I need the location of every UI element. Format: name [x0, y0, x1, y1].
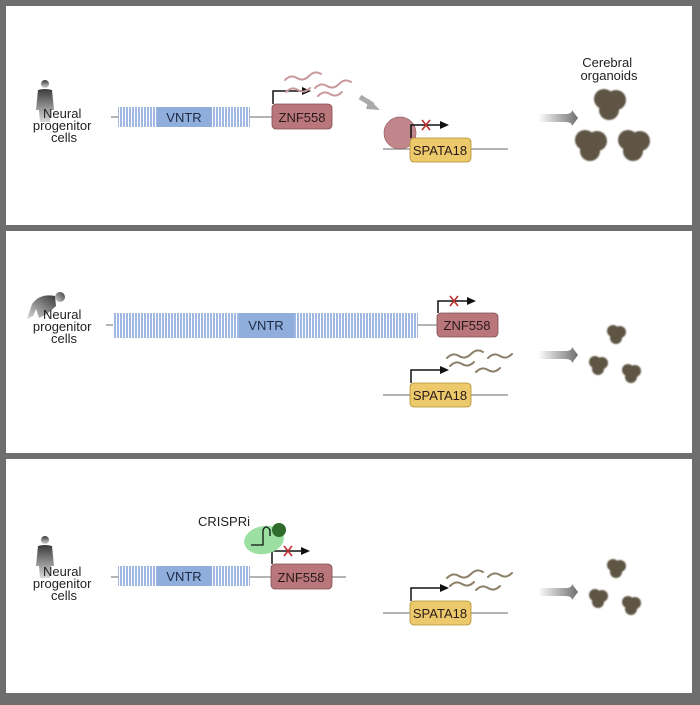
znf558-gene-box: [270, 563, 333, 590]
cell-label-line: cells: [51, 130, 78, 145]
cell-label-line: Neural: [43, 106, 81, 121]
organoid-icon: [589, 356, 608, 375]
znf558-label: ZNF558: [279, 110, 326, 125]
human-silhouette-icon: [36, 536, 54, 578]
gray-arrow-icon: [538, 110, 578, 126]
crispri-complex-icon: [244, 523, 286, 555]
spata18-gene-box: [409, 382, 472, 408]
panel-human-crispri: Neural progenitor cells VNTR ZNF558 CRIS…: [6, 459, 692, 693]
organoid-icon: [589, 589, 608, 608]
znf558-label: ZNF558: [278, 570, 325, 585]
cell-label-line: progenitor: [33, 576, 92, 591]
gray-arrow-icon: [538, 347, 578, 363]
vntr-label: VNTR: [248, 318, 283, 333]
cell-label: Neural progenitor cells: [33, 307, 95, 346]
znf558-mrna: [284, 71, 352, 97]
panel-background: [6, 6, 692, 225]
vntr-label: VNTR: [166, 569, 201, 584]
panel-background: [6, 459, 692, 693]
spata18-promoter-arrow: [410, 121, 449, 138]
znf558-promoter-arrow: [437, 297, 476, 313]
cell-label: Neural progenitor cells: [33, 564, 95, 603]
organoid-label: Cerebral organoids: [580, 55, 638, 83]
organoid-icon: [618, 130, 650, 161]
vntr-box: [157, 566, 212, 586]
znf558-label: ZNF558: [444, 318, 491, 333]
blocked-x-icon: [283, 545, 293, 557]
spata18-promoter-arrow: [410, 584, 449, 601]
organoid-icon: [575, 130, 607, 161]
binding-arrow: [358, 94, 380, 110]
cell-label: Neural progenitor cells: [33, 106, 95, 145]
organoid-icon: [607, 325, 626, 344]
cell-label-line: progenitor: [33, 319, 92, 334]
blocked-x-icon: [449, 295, 459, 307]
spata18-label: SPATA18: [413, 606, 467, 621]
organoid-icon: [622, 596, 641, 615]
vntr-label: VNTR: [166, 110, 201, 125]
organoid-icon: [622, 364, 641, 383]
cell-label-line: cells: [51, 331, 78, 346]
vntr-box: [157, 107, 212, 127]
crispri-label: CRISPRi: [198, 514, 250, 529]
human-silhouette-icon: [36, 80, 54, 122]
cell-label-line: cells: [51, 588, 78, 603]
spata18-label: SPATA18: [413, 388, 467, 403]
gray-arrow-icon: [538, 584, 578, 600]
znf558-protein-icon: [383, 116, 417, 150]
cell-label-line: Neural: [43, 564, 81, 579]
organoid-icon: [594, 89, 626, 120]
panel-background: [6, 231, 692, 453]
znf558-gene-box: [271, 103, 333, 130]
spata18-promoter-arrow: [410, 366, 449, 383]
organoid-icon: [607, 559, 626, 578]
organoid-label-line: organoids: [580, 68, 638, 83]
cell-label-line: progenitor: [33, 118, 92, 133]
chimpanzee-silhouette-icon: [27, 292, 65, 319]
znf558-gene-box: [436, 312, 499, 338]
panel-chimpanzee: Neural progenitor cells VNTR ZNF558 SPAT…: [6, 231, 692, 453]
organoid-label-line: Cerebral: [582, 55, 632, 70]
spata18-label: SPATA18: [413, 143, 467, 158]
cell-label-line: Neural: [43, 307, 81, 322]
blocked-x-icon: [421, 119, 431, 131]
panel-human: Neural progenitor cells VNTR ZNF558 SPAT…: [6, 6, 692, 225]
vntr-box: [239, 313, 294, 338]
spata18-gene-box: [409, 137, 472, 163]
spata18-mrna: [446, 569, 513, 591]
spata18-mrna: [446, 349, 513, 373]
spata18-gene-box: [409, 600, 472, 626]
